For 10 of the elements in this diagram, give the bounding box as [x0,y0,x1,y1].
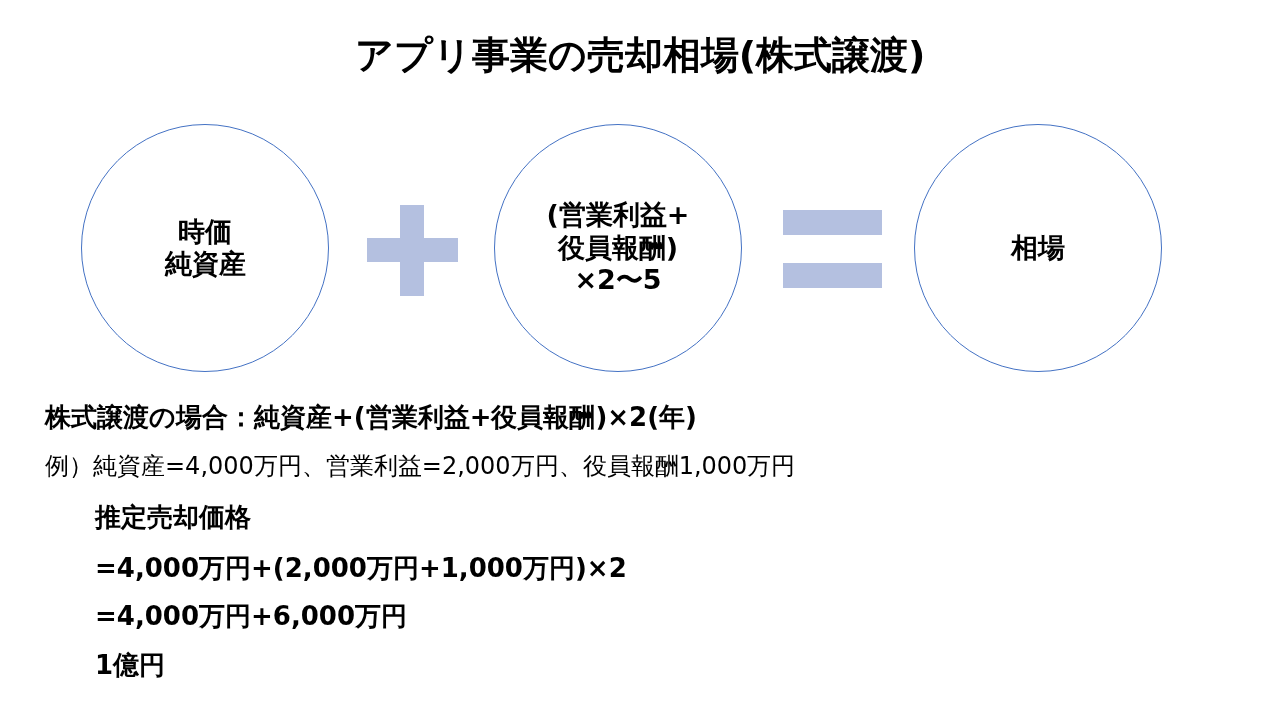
note-text: 推定売却価格 [95,501,251,534]
note-text: =4,000万円+(2,000万円+1,000万円)×2 [95,552,627,585]
note-text: 例）純資産=4,000万円、営業利益=2,000万円、役員報酬1,000万円 [45,451,796,482]
note-text: =4,000万円+6,000万円 [95,600,408,633]
circle-text: 時価純資産 [164,215,246,281]
formula-text: 株式譲渡の場合：純資産+(営業利益+役員報酬)×2(年) [45,401,697,434]
note-text: 1億円 [95,649,166,682]
circle-text: (営業利益+役員報酬)×2〜5 [546,199,690,297]
circle-text: 相場 [1011,231,1065,265]
title: アプリ事業の売却相場(株式譲渡) [353,32,927,79]
